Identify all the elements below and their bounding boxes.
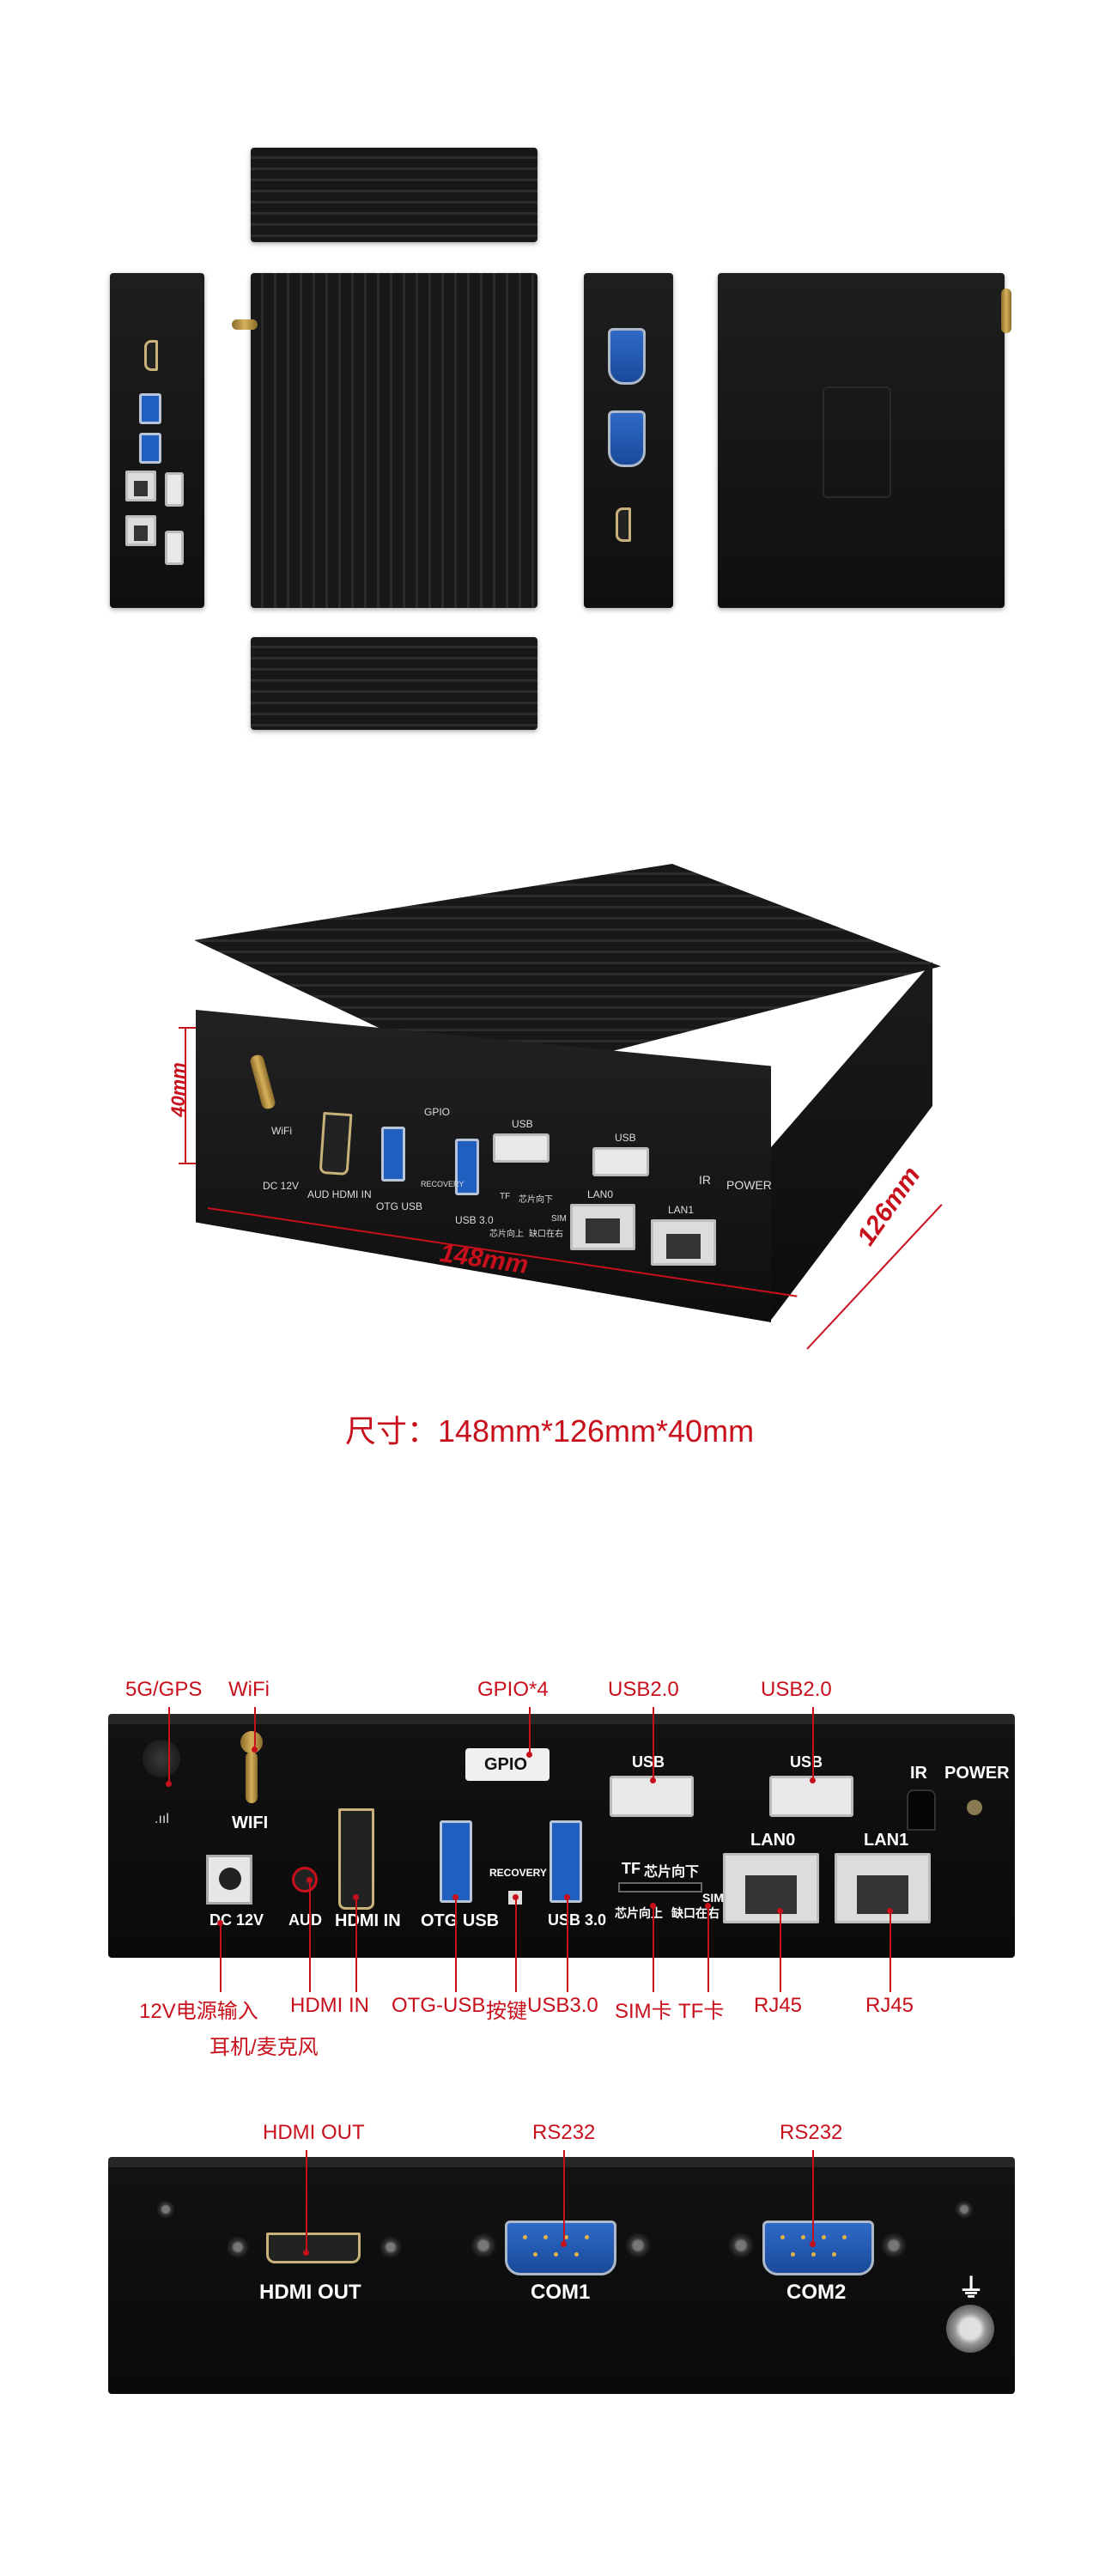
iso-usb3-port-2 [455,1139,479,1195]
iso-usb-label-a: USB [512,1118,533,1130]
iso-lan1-port [651,1219,716,1266]
rp-com2-label: COM2 [786,2281,847,2304]
iso-usb3-port-1 [381,1127,405,1182]
iso-recovery-label: RECOVERY [421,1180,464,1188]
iso-tf-label: TF [500,1192,511,1201]
fp-ir-label: IR [910,1764,927,1783]
callout-hdmi-out: HDMI OUT [263,2121,365,2144]
rp-hdmi-out-label: HDMI OUT [259,2281,361,2304]
dim-height: 40mm [167,1062,189,1117]
fp-hdmi-in-label: HDMI IN [335,1911,401,1930]
callout-tf: TF卡 [678,2000,725,2023]
iso-otg-label: OTG USB [376,1200,423,1212]
iso-sim-label: SIM [551,1214,567,1224]
fp-usb-a-label: USB [632,1753,665,1771]
fp-recovery-label: RECOVERY [489,1867,547,1879]
right-panel-view [584,273,673,608]
top-view [251,148,537,242]
dimension-caption: 尺寸：148mm*126mm*40mm [344,1413,755,1449]
iso-gpio-label: GPIO [424,1106,451,1118]
top-fins-view [251,273,537,608]
iso-usb-port-2 [592,1147,649,1176]
callout-otg-usb: OTG-USB [392,1994,486,2017]
iso-notch-label: 缺口在右 [529,1230,563,1239]
callout-button: 按键 [486,2000,527,2023]
iso-lan1-label: LAN1 [668,1204,695,1216]
fp-sim-label: SIM [702,1891,724,1905]
iso-front-panel [196,1010,771,1322]
iso-power-label: POWER [726,1178,772,1192]
rear-panel: HDMI OUT COM1 COM2 ⏚ [108,2157,1015,2394]
fp-usb3-label: USB 3.0 [548,1911,607,1929]
iso-right-side [769,962,932,1322]
underside-view [718,273,1005,608]
iso-lan0-label: LAN0 [587,1188,614,1200]
callout-rj45-a: RJ45 [754,1994,803,2017]
callout-rs232-a: RS232 [532,2121,596,2144]
callout-hdmi-in: HDMI IN [290,1994,369,2017]
fp-power-label: POWER [944,1764,1010,1783]
fp-chip-up-label: 芯片向上 [615,1906,663,1920]
callout-rj45-b: RJ45 [865,1994,914,2017]
callout-audio: 耳机/麦克风 [209,2036,319,2059]
iso-chip-down-label: 芯片向下 [519,1195,553,1205]
callout-usb2-b: USB2.0 [761,1678,832,1701]
callout-usb3: USB3.0 [527,1994,598,2017]
fp-wifi-label: WIFI [232,1814,269,1832]
fp-chip-down-label: 芯片向下 [644,1865,700,1880]
fp-gpio-label: GPIO [484,1755,528,1774]
iso-usb3-label: USB 3.0 [455,1214,494,1226]
fp-usb-b-label: USB [790,1753,823,1771]
rp-com1-label: COM1 [531,2281,591,2304]
fp-lan1-label: LAN1 [864,1831,909,1850]
fp-dc-label: DC 12V [209,1911,264,1929]
iso-chip-up-label: 芯片向上 [489,1230,524,1239]
callout-sim: SIM卡 [615,2000,672,2023]
fp-notch-label: 缺口在右 [671,1906,720,1920]
iso-ir-label: IR [699,1173,711,1187]
iso-hdmi-port [319,1111,353,1176]
fp-otg-label: OTG USB [421,1911,500,1930]
iso-lan0-port [570,1204,635,1250]
callout-5g-gps: 5G/GPS [125,1678,203,1701]
signal-icon: .ııl [155,1812,169,1826]
callout-usb2-a: USB2.0 [608,1678,679,1701]
left-panel-view [110,273,204,608]
iso-wifi-label: WiFi [271,1125,292,1137]
fp-tf-label: TF [622,1860,641,1877]
iso-usb-label-b: USB [615,1132,636,1144]
callout-rs232-b: RS232 [780,2121,843,2144]
front-panel: .ııl WIFI DC 12V AUD HDMI IN OTG USB REC… [108,1714,1015,1958]
ground-icon: ⏚ [958,2275,984,2303]
callout-wifi: WiFi [228,1678,270,1701]
iso-dc-label: DC 12V [263,1180,300,1192]
antenna-icon-2 [1001,289,1011,333]
callout-gpio: GPIO*4 [477,1678,549,1701]
callout-12v: 12V电源输入 [139,2000,258,2023]
iso-aud-hdmi-label: AUD HDMI IN [307,1188,372,1200]
bottom-view [251,637,537,730]
fp-aud-label: AUD [288,1911,322,1929]
antenna-icon [232,319,258,330]
iso-usb-port-1 [493,1133,550,1163]
fp-lan0-label: LAN0 [750,1831,796,1850]
